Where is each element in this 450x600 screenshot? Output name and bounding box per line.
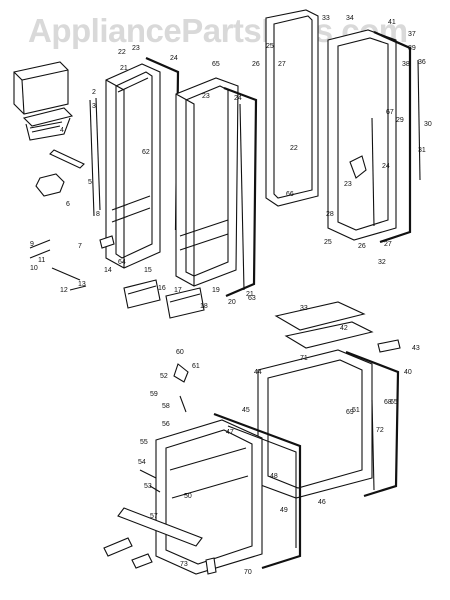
callout: 71 — [300, 355, 308, 362]
callout: 19 — [212, 287, 220, 294]
freezer-door-liner — [89, 56, 180, 269]
callout: 26 — [252, 61, 260, 68]
callout: 39 — [408, 45, 416, 52]
callout: 27 — [384, 241, 392, 248]
freezer-outer-door — [175, 77, 258, 298]
callout: 43 — [412, 345, 420, 352]
callout: 33 — [300, 305, 308, 312]
callout: 72 — [376, 427, 384, 434]
small-parts-left — [29, 235, 205, 319]
callout: 16 — [158, 285, 166, 292]
callout-labels: 22 23 24 65 23 24 25 26 27 33 34 41 37 3… — [30, 15, 432, 576]
callout: 46 — [318, 499, 326, 506]
callout: 25 — [266, 43, 274, 50]
callout: 33 — [322, 15, 330, 22]
freezer-drawer — [103, 363, 302, 575]
callout: 11 — [38, 257, 45, 264]
callout: 29 — [396, 117, 404, 124]
callout: 56 — [162, 421, 170, 428]
callout: 49 — [280, 507, 288, 514]
callout: 40 — [404, 369, 412, 376]
callout: 52 — [160, 373, 168, 380]
callout: 47 — [226, 429, 234, 436]
callout: 21 — [120, 65, 128, 72]
callout: 4 — [60, 127, 64, 134]
callout: 3 — [92, 103, 96, 110]
callout: 9 — [30, 241, 34, 248]
callout: 54 — [138, 459, 146, 466]
callout: 23 — [132, 45, 140, 52]
callout: 26 — [358, 243, 366, 250]
fresh-food-door-panels — [265, 9, 421, 244]
callout: 44 — [254, 369, 262, 376]
callout: 69 — [346, 409, 354, 416]
callout: 65 — [212, 61, 220, 68]
callout: 45 — [242, 407, 250, 414]
callout: 18 — [200, 303, 208, 310]
callout: 65 — [390, 399, 398, 406]
callout: 67 — [386, 109, 394, 116]
callout: 63 — [248, 295, 256, 302]
callout: 66 — [286, 191, 294, 198]
callout: 2 — [92, 89, 96, 96]
callout: 7 — [78, 243, 82, 250]
callout: 12 — [60, 287, 68, 294]
callout: 50 — [184, 493, 192, 500]
callout: 14 — [104, 267, 112, 274]
callout: 31 — [418, 147, 426, 154]
callout: 24 — [382, 163, 390, 170]
callout: 59 — [150, 391, 158, 398]
callout: 61 — [192, 363, 200, 370]
callout: 38 — [402, 61, 410, 68]
lower-right-frame — [257, 301, 401, 499]
callout: 51 — [352, 407, 360, 414]
callout: 68 — [384, 399, 392, 406]
callout: 25 — [324, 239, 332, 246]
callout: 21 — [246, 291, 254, 298]
callout: 30 — [424, 121, 432, 128]
callout: 57 — [150, 513, 158, 520]
callout: 27 — [278, 61, 286, 68]
callout: 42 — [340, 325, 348, 332]
callout: 34 — [346, 15, 354, 22]
callout: 23 — [344, 181, 352, 188]
callout: 36 — [418, 59, 426, 66]
callout: 24 — [170, 55, 178, 62]
callout: 53 — [144, 483, 152, 490]
callout: 73 — [180, 561, 188, 568]
callout: 10 — [30, 265, 38, 272]
callout: 22 — [290, 145, 298, 152]
callout: 8 — [96, 211, 100, 218]
callout: 20 — [228, 299, 236, 306]
callout: 22 — [118, 49, 126, 56]
callout: 15 — [144, 267, 152, 274]
top-left-bins — [13, 61, 85, 197]
callout: 32 — [378, 259, 386, 266]
callout: 37 — [408, 31, 416, 38]
callout: 55 — [140, 439, 148, 446]
callout: 28 — [326, 211, 334, 218]
callout: 5 — [88, 179, 92, 186]
callout: 17 — [174, 287, 182, 294]
callout: 64 — [118, 259, 126, 266]
callout: 58 — [162, 403, 170, 410]
callout: 24 — [234, 95, 242, 102]
callout: 6 — [66, 201, 70, 208]
callout: 70 — [244, 569, 252, 576]
callout: 48 — [270, 473, 278, 480]
callout: 62 — [142, 149, 150, 156]
callout: 23 — [202, 93, 210, 100]
callout: 13 — [78, 281, 86, 288]
callout: 60 — [176, 349, 184, 356]
callout: 41 — [388, 19, 396, 26]
